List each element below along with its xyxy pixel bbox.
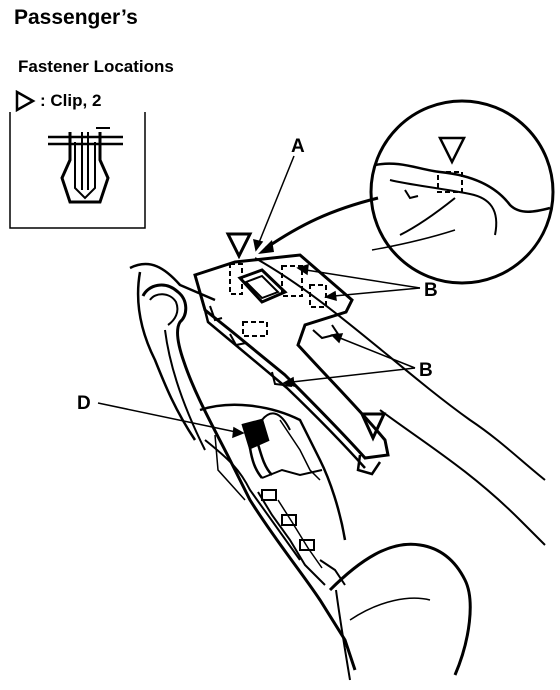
trim-panel-a	[193, 232, 390, 476]
callout-b-upper: B	[424, 280, 438, 301]
clip-legend: : Clip, 2	[14, 89, 102, 113]
legend-separator: :	[40, 91, 46, 110]
section-heading: Fastener Locations	[18, 57, 174, 76]
callout-d: D	[77, 393, 91, 414]
page-title: Passenger’s	[14, 6, 138, 29]
console-body	[129, 257, 546, 681]
callout-b-lower: B	[419, 360, 433, 381]
connector-d	[241, 412, 291, 479]
magnified-detail	[369, 99, 555, 285]
detail-arrow	[265, 196, 379, 250]
leader-lines	[97, 155, 421, 439]
clip-detail-inset	[9, 112, 146, 229]
clip-triangle-icon	[14, 89, 36, 113]
callout-a: A	[291, 136, 305, 157]
legend-label: Clip, 2	[50, 91, 102, 110]
